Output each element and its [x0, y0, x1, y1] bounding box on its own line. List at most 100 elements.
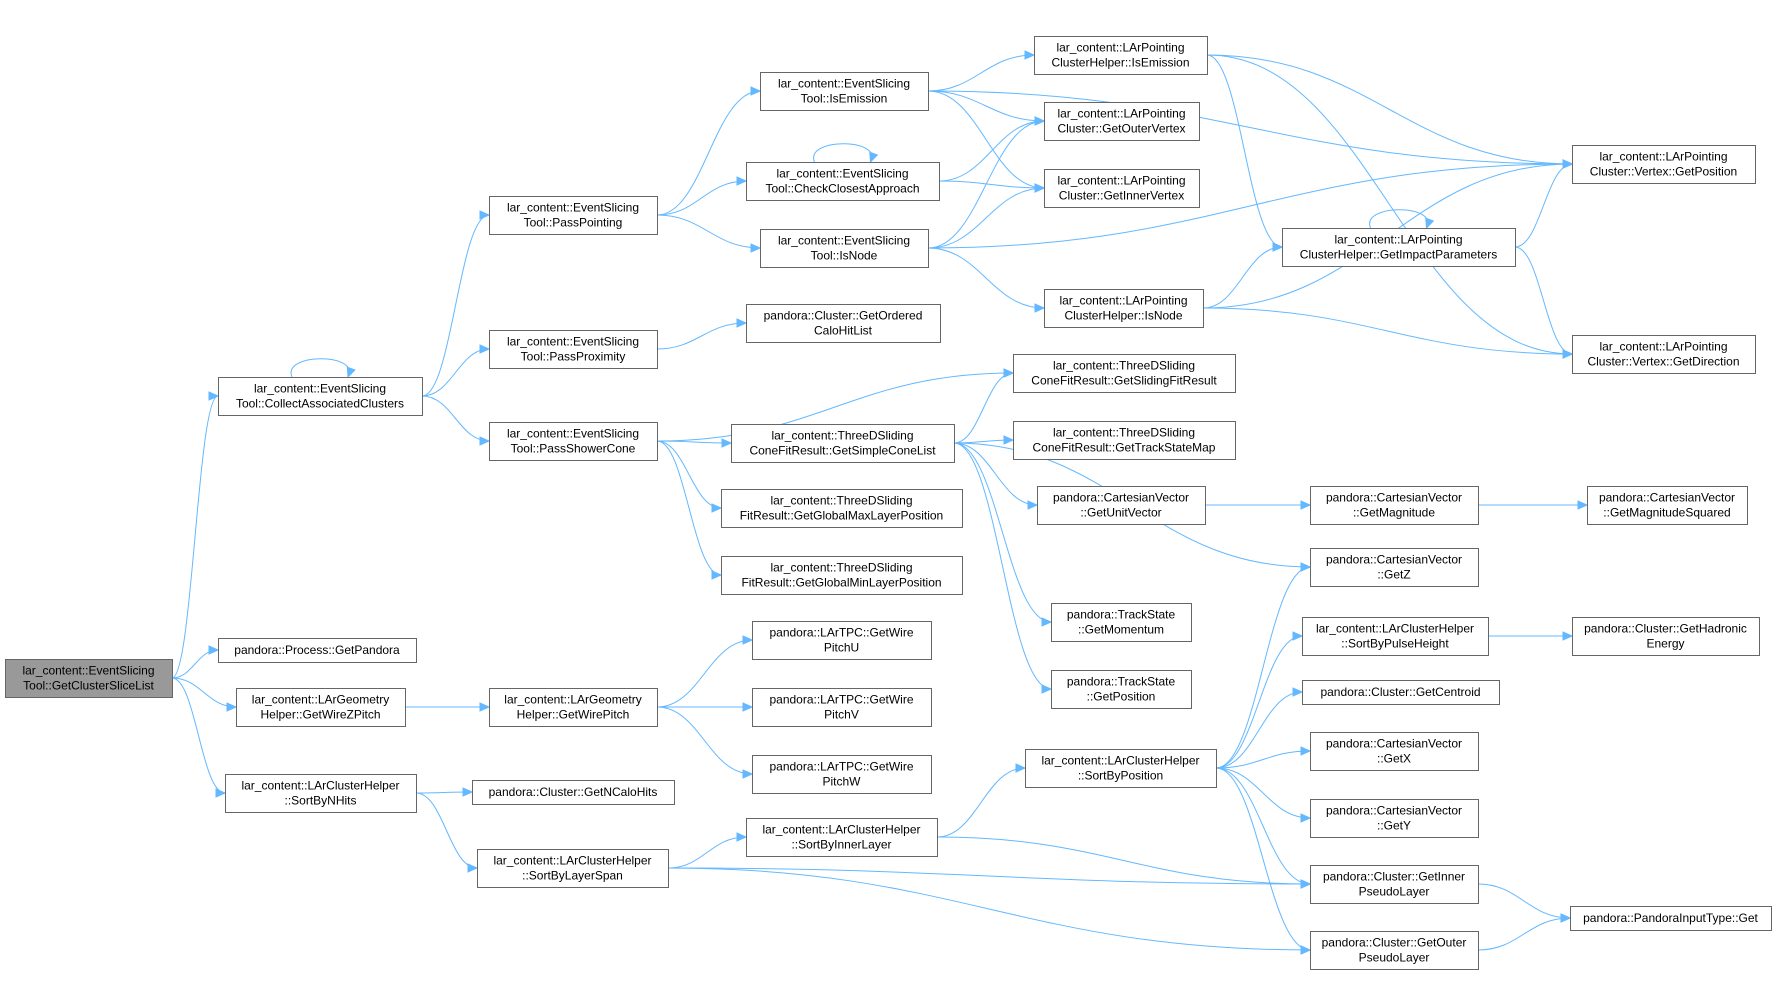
node-box: [1310, 865, 1479, 904]
node-label-line: ClusterHelper::GetImpactParameters: [1300, 248, 1497, 262]
node-label-line: lar_content::ThreeDSliding: [1053, 426, 1195, 440]
node-label-line: Tool::IsNode: [811, 249, 878, 263]
graph-node-passpointing[interactable]: lar_content::EventSlicingTool::PassPoint…: [489, 196, 658, 235]
node-box: [1044, 289, 1204, 328]
graph-node-sortbypulseheight[interactable]: lar_content::LArClusterHelper::SortByPul…: [1302, 617, 1489, 656]
graph-node-getglobalmin[interactable]: lar_content::ThreeDSlidingFitResult::Get…: [721, 556, 963, 595]
edge-arrowhead: [208, 645, 220, 655]
graph-node-root[interactable]: lar_content::EventSlicingTool::GetCluste…: [5, 659, 173, 698]
graph-node-getunitvector[interactable]: pandora::CartesianVector::GetUnitVector: [1037, 486, 1206, 525]
node-label-line: PitchW: [822, 775, 861, 789]
node-box: [1013, 354, 1236, 393]
graph-node-lpch-isnode[interactable]: lar_content::LArPointingClusterHelper::I…: [1044, 289, 1204, 328]
edge-arrowhead: [1300, 945, 1312, 955]
edge-arrowhead: [1041, 684, 1053, 694]
node-box: [1310, 732, 1479, 771]
edge-arrowhead: [467, 863, 479, 873]
edge-sortbyposition-to-getinnerpseudolayer: [1215, 767, 1311, 885]
node-label-line: pandora::Cluster::GetHadronic: [1584, 622, 1747, 636]
graph-node-checkclosest[interactable]: lar_content::EventSlicingTool::CheckClos…: [746, 162, 940, 201]
graph-node-passshowercone[interactable]: lar_content::EventSlicingTool::PassShowe…: [489, 422, 658, 461]
node-box: [746, 162, 940, 201]
node-label-line: FitResult::GetGlobalMaxLayerPosition: [740, 509, 943, 523]
edge-arrowhead: [479, 210, 491, 220]
graph-node-sortbylayerspan[interactable]: lar_content::LArClusterHelper::SortByLay…: [477, 849, 669, 888]
graph-node-getmagnitudesquared[interactable]: pandora::CartesianVector::GetMagnitudeSq…: [1587, 486, 1748, 525]
edge-arrowhead: [742, 702, 754, 712]
graph-node-lpch-isemission[interactable]: lar_content::LArPointingClusterHelper::I…: [1034, 36, 1208, 75]
graph-node-getimpactparameters[interactable]: lar_content::LArPointingClusterHelper::G…: [1282, 228, 1516, 267]
edge-cac-to-cac: [290, 358, 350, 378]
node-box: [1051, 670, 1192, 709]
graph-node-getglobalmax[interactable]: lar_content::ThreeDSlidingFitResult::Get…: [721, 489, 963, 528]
node-label-line: Helper::GetWireZPitch: [260, 708, 380, 722]
node-box: [1282, 228, 1516, 267]
edge-arrowhead: [736, 318, 748, 328]
edge-getouterpseudolayer-to-pandorainputtype-get: [1477, 917, 1571, 951]
graph-node-pandorainputtype-get[interactable]: pandora::PandoraInputType::Get: [1570, 906, 1772, 931]
edge-arrowhead: [1300, 879, 1312, 889]
graph-node-cac[interactable]: lar_content::EventSlicingTool::CollectAs…: [218, 377, 423, 416]
graph-node-cv-getz[interactable]: pandora::CartesianVector::GetZ: [1310, 548, 1479, 587]
graph-node-cv-getx[interactable]: pandora::CartesianVector::GetX: [1310, 732, 1479, 771]
node-box: [1037, 486, 1206, 525]
node-label-line: ConeFitResult::GetSlidingFitResult: [1031, 374, 1217, 388]
graph-node-ts-getmomentum[interactable]: pandora::TrackState::GetMomentum: [1051, 603, 1192, 642]
edge-lpch-isemission-to-vertex-getposition: [1206, 54, 1573, 165]
graph-node-gettrackstatemap[interactable]: lar_content::ThreeDSlidingConeFitResult:…: [1013, 421, 1236, 460]
graph-node-getwirezpitch[interactable]: lar_content::LArGeometryHelper::GetWireZ…: [236, 688, 406, 727]
graph-node-getwirepitch[interactable]: lar_content::LArGeometryHelper::GetWireP…: [489, 688, 658, 727]
graph-node-passproximity[interactable]: lar_content::EventSlicingTool::PassProxi…: [489, 330, 658, 369]
node-box: [1310, 486, 1479, 525]
graph-node-getinnervertex[interactable]: lar_content::LArPointingCluster::GetInne…: [1044, 169, 1200, 208]
graph-node-isemission[interactable]: lar_content::EventSlicingTool::IsEmissio…: [760, 72, 929, 111]
edge-sortbyposition-to-sortbypulseheight: [1215, 635, 1303, 769]
graph-node-sortbyinnerlayer[interactable]: lar_content::LArClusterHelper::SortByInn…: [746, 818, 938, 857]
node-box: [1034, 36, 1208, 75]
graph-node-vertex-getdirection[interactable]: lar_content::LArPointingCluster::Vertex:…: [1572, 335, 1756, 374]
node-box: [1044, 102, 1200, 141]
graph-node-getncalohits[interactable]: pandora::Cluster::GetNCaloHits: [472, 780, 675, 805]
node-label-line: pandora::CartesianVector: [1326, 491, 1462, 505]
edge-sortbyposition-to-cv-getz: [1215, 566, 1311, 769]
graph-node-getcentroid[interactable]: pandora::Cluster::GetCentroid: [1302, 680, 1500, 705]
node-label-line: ClusterHelper::IsEmission: [1051, 56, 1189, 70]
node-box: [1302, 617, 1489, 656]
graph-node-ts-getposition[interactable]: pandora::TrackState::GetPosition: [1051, 670, 1192, 709]
edge-cac-to-passshowercone: [421, 395, 490, 442]
graph-node-cv-gety[interactable]: pandora::CartesianVector::GetY: [1310, 799, 1479, 838]
graph-node-getslidingfitresult[interactable]: lar_content::ThreeDSlidingConeFitResult:…: [1013, 354, 1236, 393]
node-box: [746, 818, 938, 857]
edge-arrowhead: [711, 503, 723, 513]
edge-arrowhead: [1300, 813, 1312, 823]
node-label-line: Tool::PassPointing: [524, 216, 623, 230]
edge-arrowhead: [721, 438, 733, 448]
graph-node-sortbynhits[interactable]: lar_content::LArClusterHelper::SortByNHi…: [225, 774, 417, 813]
graph-node-vertex-getposition[interactable]: lar_content::LArPointingCluster::Vertex:…: [1572, 145, 1756, 184]
graph-node-getmagnitude[interactable]: pandora::CartesianVector::GetMagnitude: [1310, 486, 1479, 525]
edge-root-to-getwirezpitch: [171, 677, 237, 708]
node-label-line: Cluster::Vertex::GetDirection: [1587, 355, 1739, 369]
edge-isemission-to-lpch-isemission: [927, 54, 1035, 92]
graph-node-getsimpleconelist[interactable]: lar_content::ThreeDSlidingConeFitResult:…: [731, 424, 955, 463]
graph-node-sortbyposition[interactable]: lar_content::LArClusterHelper::SortByPos…: [1025, 749, 1217, 788]
node-label-line: Tool::PassShowerCone: [511, 442, 636, 456]
edge-arrowhead: [736, 832, 748, 842]
node-label-line: ::SortByPulseHeight: [1341, 637, 1449, 651]
node-label-line: lar_content::ThreeDSliding: [1053, 359, 1195, 373]
node-label-line: lar_content::ThreeDSliding: [770, 561, 912, 575]
edge-arrowhead: [1034, 183, 1046, 193]
edge-arrowhead: [346, 366, 356, 379]
edge-root-to-cac: [171, 395, 219, 679]
graph-node-getoutervertex[interactable]: lar_content::LArPointingCluster::GetOute…: [1044, 102, 1200, 141]
node-label-line: Cluster::GetOuterVertex: [1057, 122, 1185, 136]
graph-node-getpandora[interactable]: pandora::Process::GetPandora: [218, 638, 417, 663]
